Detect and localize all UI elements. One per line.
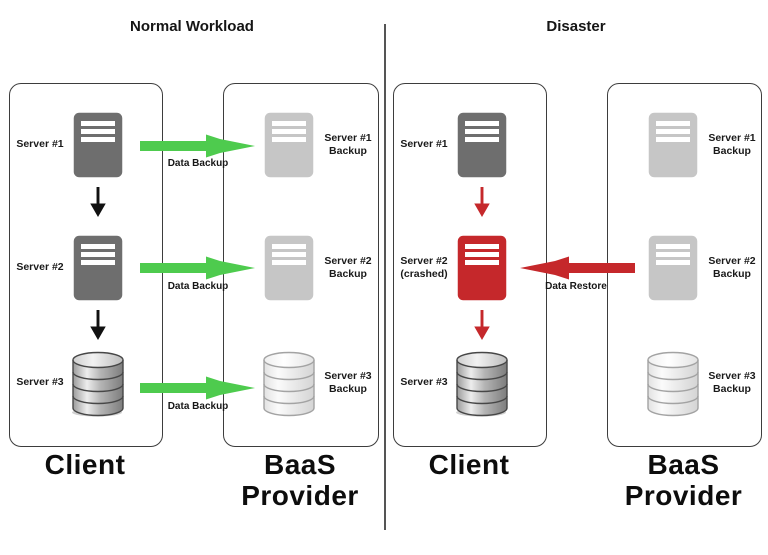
down-arrow-icon <box>474 187 490 218</box>
server1-label: Server #1 <box>400 138 448 151</box>
crashed-server-icon <box>457 235 507 301</box>
client-label: Client <box>428 449 510 480</box>
server3-label: Server #3 <box>400 376 448 389</box>
database-icon <box>456 351 508 417</box>
backup-server-icon <box>648 112 698 178</box>
data-backup-label: Data Backup <box>167 158 229 169</box>
baas-provider-label: BaaS Provider <box>624 449 743 511</box>
panel-divider <box>384 24 386 530</box>
normal-workload-title: Normal Workload <box>130 18 254 35</box>
client-label: Client <box>44 449 126 480</box>
data-restore-label: Data Restore <box>545 281 607 292</box>
data-backup-arrow-icon <box>140 133 256 159</box>
down-arrow-icon <box>474 310 490 341</box>
data-restore-arrow-icon <box>518 255 635 281</box>
data-backup-arrow-icon <box>140 375 256 401</box>
server-icon <box>73 112 123 178</box>
server2-label: Server #2 <box>16 261 64 274</box>
server2-crashed-label: Server #2(crashed) <box>400 254 448 280</box>
baas-provider-label: BaaS Provider <box>241 449 359 511</box>
data-backup-arrow-icon <box>140 255 256 281</box>
server3-label: Server #3 <box>16 376 64 389</box>
backup-database-icon <box>647 351 699 417</box>
database-icon <box>72 351 124 417</box>
backup-server-icon <box>264 112 314 178</box>
down-arrow-icon <box>90 187 106 218</box>
server-icon <box>73 235 123 301</box>
server1-label: Server #1 <box>16 138 64 151</box>
down-arrow-icon <box>90 310 106 341</box>
backup-server-icon <box>264 235 314 301</box>
backup-server-icon <box>648 235 698 301</box>
data-backup-label: Data Backup <box>167 401 229 412</box>
backup-database-icon <box>263 351 315 417</box>
server-icon <box>457 112 507 178</box>
disaster-title: Disaster <box>546 18 606 35</box>
data-backup-label: Data Backup <box>167 281 229 292</box>
